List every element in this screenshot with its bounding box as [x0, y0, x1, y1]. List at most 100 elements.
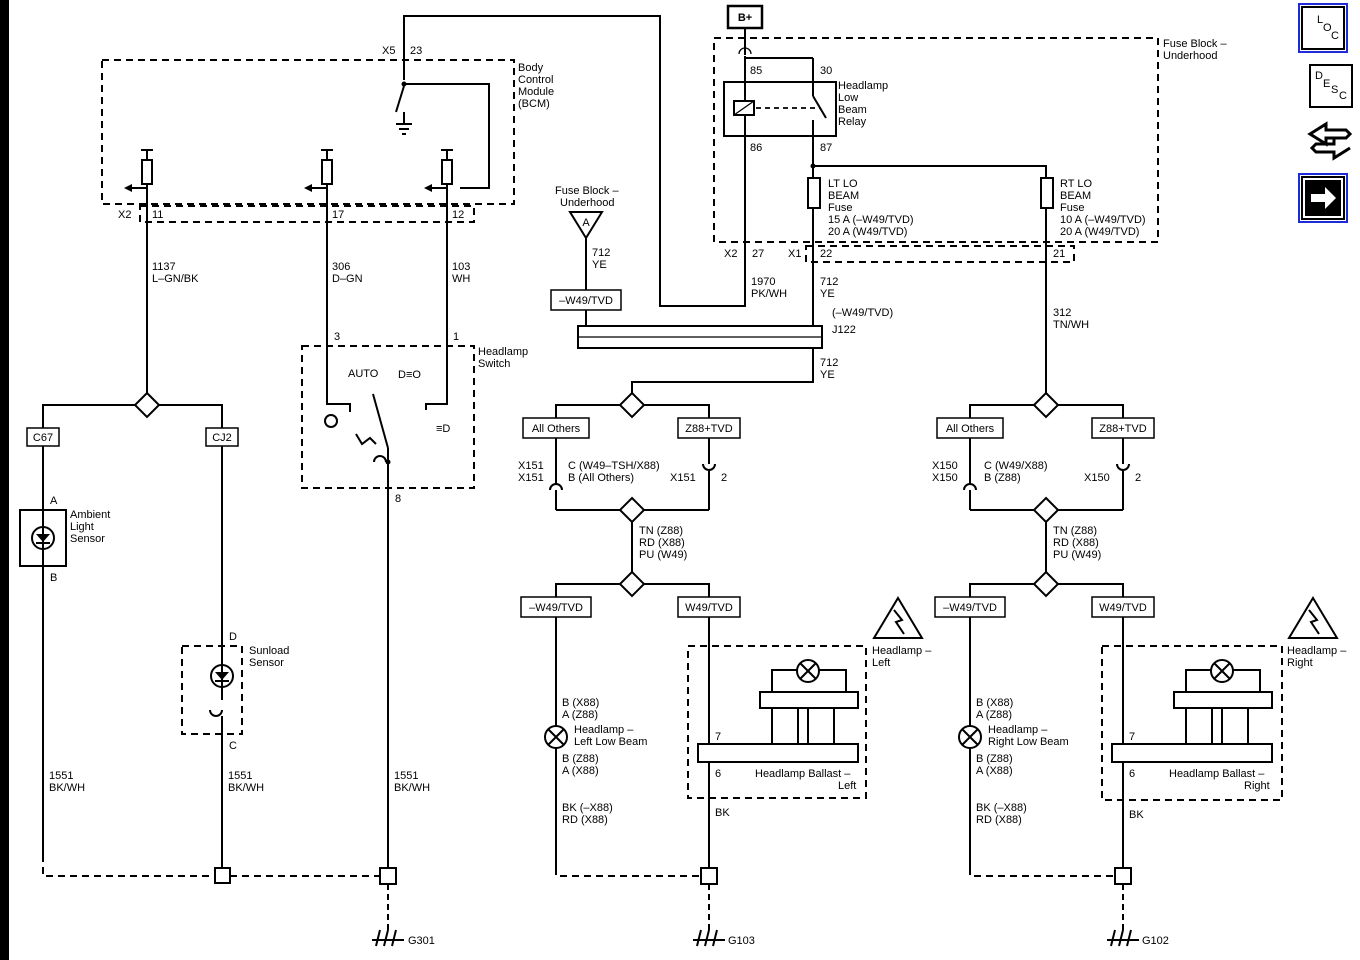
connector-view-icon[interactable] [1306, 118, 1356, 164]
schematic-label: RD (X88) [639, 537, 685, 549]
schematic-label: B (Z88) [976, 753, 1013, 765]
schematic-label: Headlamp – [872, 645, 932, 657]
schematic-label: 1970 [751, 276, 775, 288]
schematic-label: 306 [332, 261, 350, 273]
schematic-label: Headlamp [478, 346, 528, 358]
schematic-label: TN (Z88) [1053, 525, 1097, 537]
schematic-label: X150 [1084, 472, 1110, 484]
schematic-label: CJ2 [212, 432, 232, 444]
schematic-label: BK (–X88) [976, 802, 1027, 814]
schematic-label: 712 [592, 247, 610, 259]
schematic-label: 7 [715, 731, 721, 743]
next-arrow-button[interactable] [1298, 173, 1348, 223]
schematic-label: C (W49–TSH/X88) [568, 460, 660, 472]
schematic-label: Switch [478, 358, 510, 370]
schematic-label: TN (Z88) [639, 525, 683, 537]
headlamp-low-beam-relay: 85 30 86 87 Headlamp Low Beam Relay [723, 47, 888, 154]
schematic-label: Right Low Beam [988, 736, 1069, 748]
schematic-label: –W49/TVD [559, 295, 613, 307]
schematic-label: (–W49/TVD) [832, 307, 893, 319]
schematic-label: Right [1287, 657, 1313, 669]
schematic-label: X151 [518, 460, 544, 472]
schematic-label: PU (W49) [639, 549, 687, 561]
schematic-label: –W49/TVD [943, 602, 997, 614]
schematic-label: 11 [152, 209, 163, 221]
schematic-label: Underhood [560, 197, 614, 209]
ambient-light-sensor: A B Ambient Light Sensor [19, 495, 110, 584]
schematic-label: RD (X88) [976, 814, 1022, 826]
schematic-label: YE [592, 259, 607, 271]
battery-positive-terminal: B+ [726, 4, 764, 55]
schematic-label: Headlamp – [1287, 645, 1347, 657]
high-voltage-warning-icon [872, 596, 924, 639]
schematic-label: 312 [1053, 307, 1071, 319]
schematic-label: Left [838, 780, 856, 792]
schematic-label: B (X88) [976, 697, 1013, 709]
schematic-label: WH [452, 273, 470, 285]
body-control-module: Body Control Module (BCM) X5 23 [101, 45, 554, 223]
schematic-label: D–GN [332, 273, 363, 285]
schematic-label: BEAM [1060, 190, 1091, 202]
schematic-label: W49/TVD [1099, 602, 1147, 614]
schematic-label: Headlamp Ballast – [755, 768, 851, 780]
schematic-label: G102 [1142, 935, 1169, 947]
left-headlamp-circuit: All Others Z88+TVD X151 X151 C (W49–TSH/… [518, 378, 932, 947]
schematic-label: C67 [33, 432, 53, 444]
schematic-label: 30 [820, 65, 832, 77]
schematic-label: 2 [1135, 472, 1141, 484]
desc-button[interactable]: D E S C [1309, 64, 1353, 108]
schematic-label: Headlamp Ballast – [1169, 768, 1265, 780]
headlamp-switch: Headlamp Switch 3 1 AUTO D≡O ≡D 8 [301, 331, 528, 870]
ground-g301-icon [372, 929, 404, 947]
schematic-label: 15 A (–W49/TVD) [828, 214, 914, 226]
schematic-label: 7 [1129, 731, 1135, 743]
schematic-label: BK/WH [394, 782, 430, 794]
schematic-label: 712 [820, 276, 838, 288]
schematic-label: BK/WH [49, 782, 85, 794]
schematic-label: Fuse Block – [1163, 38, 1227, 50]
schematic-label: All Others [532, 423, 581, 435]
schematic-label: 1551 [228, 770, 252, 782]
schematic-label: X2 [118, 209, 131, 221]
schematic-label: PK/WH [751, 288, 787, 300]
schematic-label: Light [70, 521, 94, 533]
schematic-label: C [229, 740, 237, 752]
schematic-label: 103 [452, 261, 470, 273]
schematic-label: BK (–X88) [562, 802, 613, 814]
schematic-label: 10 A (–W49/TVD) [1060, 214, 1146, 226]
sensor-branch: C67 CJ2 [26, 391, 239, 646]
schematic-label: Low [838, 92, 858, 104]
schematic-label: Z88+TVD [1099, 423, 1146, 435]
schematic-label: RT LO [1060, 178, 1092, 190]
right-headlamp-circuit: All Others Z88+TVD X150 X150 C (W49/X88)… [932, 391, 1347, 947]
schematic-label: Control [518, 74, 553, 86]
schematic-label: BK [715, 807, 730, 819]
schematic-label: Beam [838, 104, 867, 116]
schematic-label: 1551 [49, 770, 73, 782]
schematic-label: C (W49/X88) [984, 460, 1048, 472]
schematic-label: 12 [452, 209, 464, 221]
schematic-label: X150 [932, 460, 958, 472]
schematic-label: A (X88) [562, 765, 599, 777]
schematic-label: Left [872, 657, 890, 669]
schematic-label: D≡O [398, 369, 421, 381]
schematic-label: Module [518, 86, 554, 98]
schematic-label: 2 [721, 472, 727, 484]
schematic-label: 8 [395, 493, 401, 505]
schematic-label: X1 [788, 248, 801, 260]
schematic-label: D [229, 631, 237, 643]
next-arrow-icon [1305, 180, 1341, 216]
schematic-label: Relay [838, 116, 867, 128]
schematic-label: BEAM [828, 190, 859, 202]
schematic-label: Sensor [249, 657, 284, 669]
schematic-label: PU (W49) [1053, 549, 1101, 561]
schematic-label: TN/WH [1053, 319, 1089, 331]
schematic-label: Z88+TVD [685, 423, 732, 435]
loc-button[interactable]: L O C [1298, 3, 1348, 53]
schematic-label: X2 [724, 248, 737, 260]
schematic-label: Sunload [249, 645, 289, 657]
schematic-label: 86 [750, 142, 762, 154]
fuse-block-reference-a: Fuse Block – Underhood A 712 YE [555, 185, 619, 290]
schematic-label: 20 A (W49/TVD) [1060, 226, 1139, 238]
ground-g103-icon [693, 929, 725, 947]
